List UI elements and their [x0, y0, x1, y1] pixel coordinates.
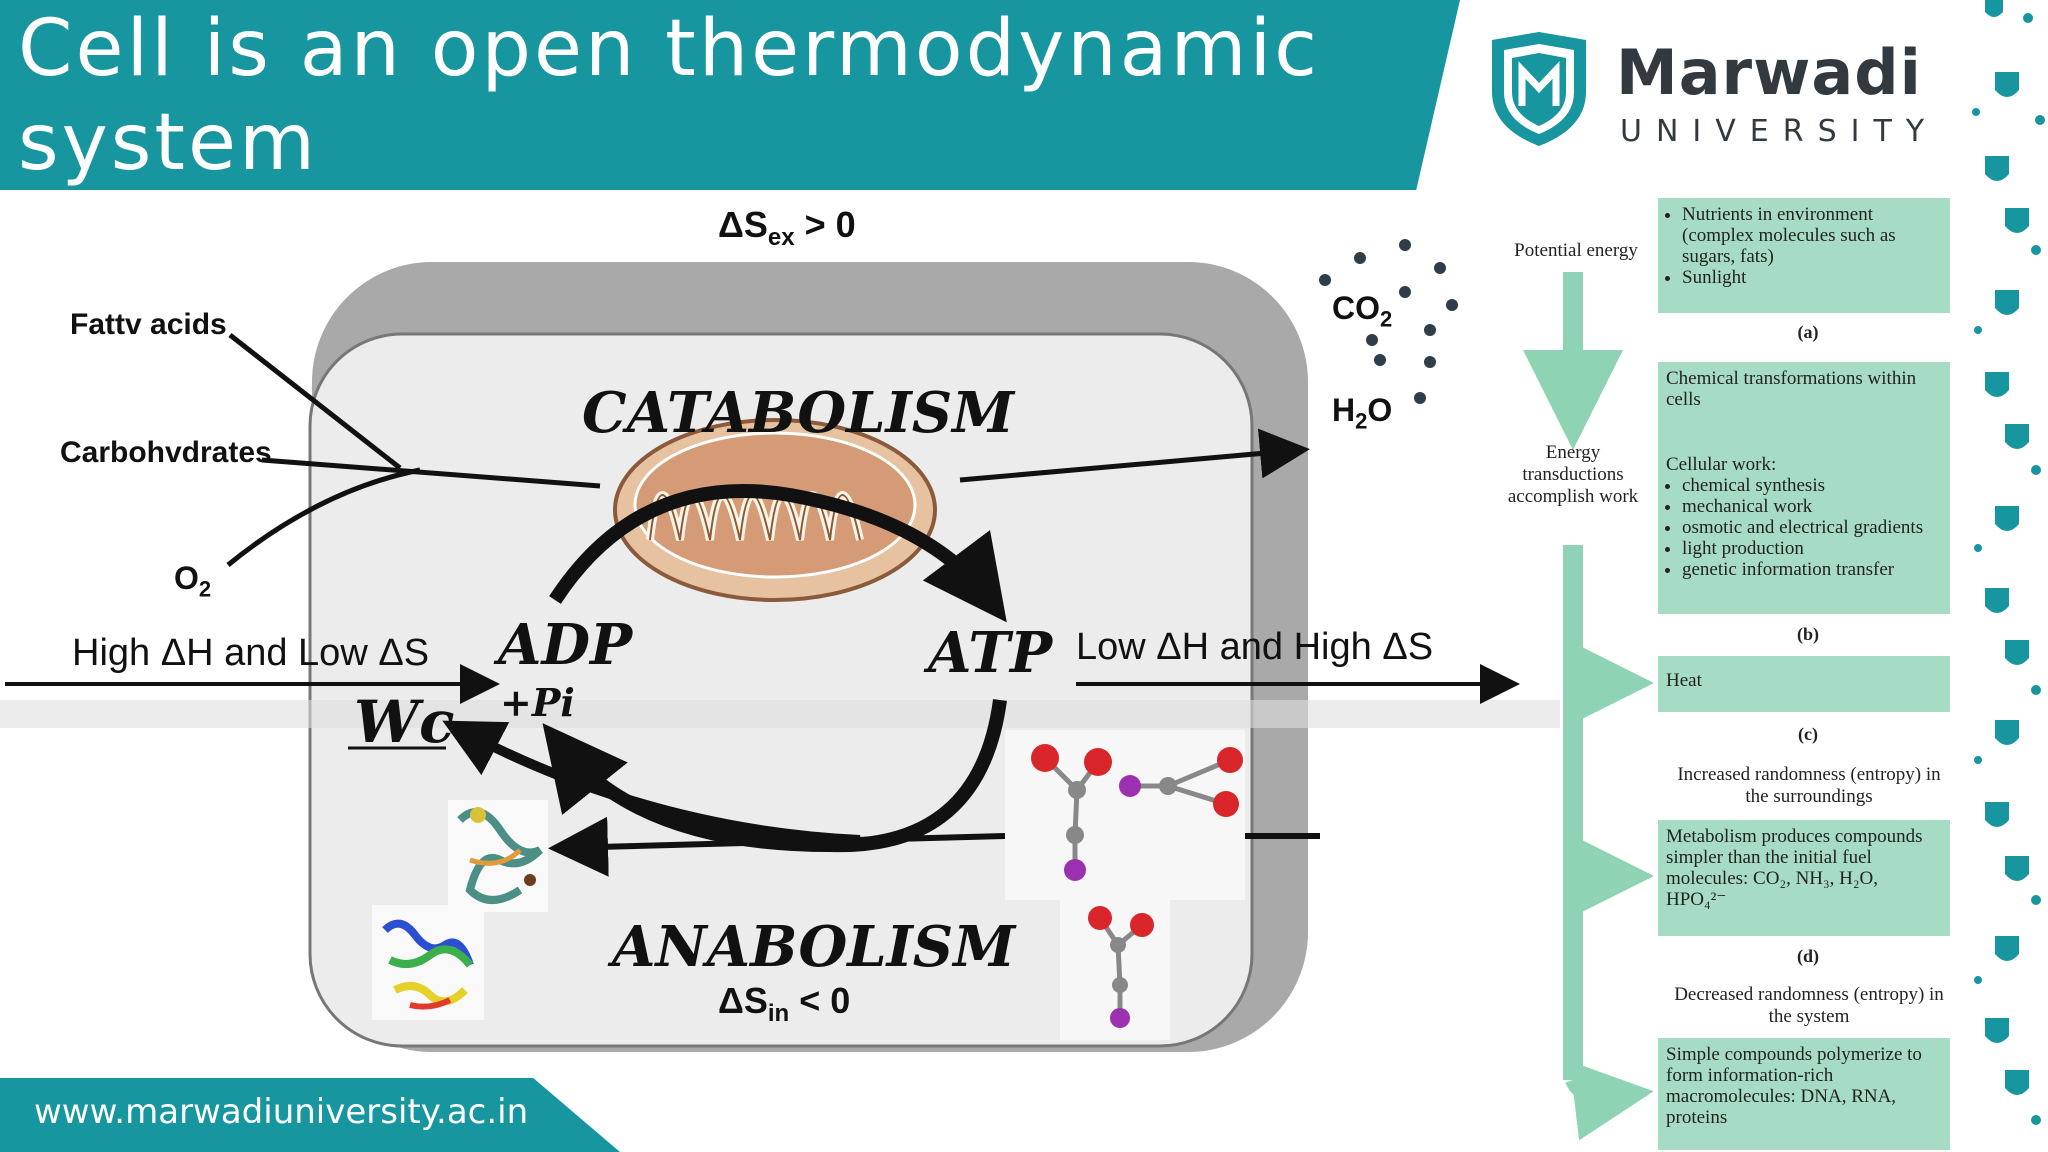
box-a-nutrients: Nutrients in environment (complex molecu… [1658, 198, 1950, 313]
energy-transductions-label: Energy transductions accomplish work [1507, 442, 1639, 507]
o2-label: O2 [174, 560, 212, 602]
university-subtitle: UNIVERSITY [1620, 114, 1939, 149]
gas-molecules-dots [1319, 239, 1458, 404]
university-name: Marwadi [1616, 36, 1922, 109]
co2-label: CO2 [1332, 290, 1393, 332]
label-a: (a) [1797, 322, 1819, 342]
o2-line [226, 467, 421, 567]
carbohydrates-label: Carbohvdrates [60, 436, 272, 469]
box-b-top-text: Chemical transformations within cells [1666, 368, 1917, 410]
work-arrow [442, 720, 861, 845]
shield-logo-icon [1492, 32, 1586, 146]
anabolism-arrow-1 [548, 816, 1006, 877]
label-b: (b) [1797, 624, 1819, 644]
wc-label: Wc [354, 688, 455, 756]
molecule-illustration-2 [1060, 900, 1170, 1040]
potential-energy-label: Potential energy [1514, 240, 1638, 261]
fatty-acids-label: Fattv acids [70, 308, 227, 341]
box-b-item: mechanical work [1682, 496, 1942, 517]
carbohydrates-line [261, 457, 601, 489]
box-b-item: genetic information transfer [1682, 559, 1942, 580]
h2o-label: H2O [1332, 392, 1393, 434]
box-b-item: chemical synthesis [1682, 475, 1942, 496]
box-a-item: Nutrients in environment (complex molecu… [1682, 204, 1942, 267]
decreased-randomness-label: Decreased randomness (entropy) in the sy… [1674, 984, 1944, 1027]
output-arrow [959, 428, 1310, 483]
catabolism-arc [549, 483, 1007, 623]
box-e-polymerize: Simple compounds polymerize to form info… [1658, 1038, 1950, 1150]
box-b-heading: Cellular work: [1666, 454, 1777, 475]
footer-url[interactable]: www.marwadiuniversity.ac.in [34, 1092, 529, 1132]
delta-s-in-label: ΔSin < 0 [718, 980, 851, 1028]
protein-illustration-2 [372, 905, 484, 1020]
box-heat: Heat [1658, 656, 1950, 712]
protein-illustration-1 [448, 800, 548, 912]
catabolism-label: CATABOLISM [582, 380, 1015, 446]
molecule-illustration-1 [1005, 730, 1245, 900]
polymerize-branch-arrow [1565, 1060, 1654, 1141]
title-banner [0, 0, 1460, 190]
box-d-metabolism: Metabolism produces compounds simpler th… [1658, 820, 1950, 936]
box-b-cellular-work: Chemical transformations within cells Ce… [1658, 362, 1950, 614]
label-c: (c) [1798, 724, 1818, 744]
adp-label: ADP [498, 612, 633, 678]
horizontal-shadow [0, 700, 1560, 728]
slide-title: Cell is an open thermodynamic system [18, 4, 1321, 188]
box-b-item: light production [1682, 538, 1942, 559]
fatty-acids-line [228, 333, 402, 470]
box-a-item: Sunlight [1682, 267, 1942, 288]
atp-label: ATP [928, 620, 1053, 686]
box-b-item: osmotic and electrical gradients [1682, 517, 1942, 538]
mitochondrion-icon [613, 418, 937, 602]
delta-s-ex-label: ΔSex > 0 [718, 204, 856, 252]
low-h-high-s-label: Low ΔH and High ΔS [1076, 626, 1434, 668]
university-logo: Marwadi UNIVERSITY [1484, 30, 1944, 150]
increased-randomness-label: Increased randomness (entropy) in the su… [1677, 764, 1941, 807]
pi-label: +Pi [500, 680, 575, 725]
high-h-low-s-label: High ΔH and Low ΔS [72, 632, 430, 674]
footer-banner [0, 1078, 620, 1152]
anabolism-label: ANABOLISM [612, 914, 1016, 980]
label-d: (d) [1797, 946, 1819, 966]
